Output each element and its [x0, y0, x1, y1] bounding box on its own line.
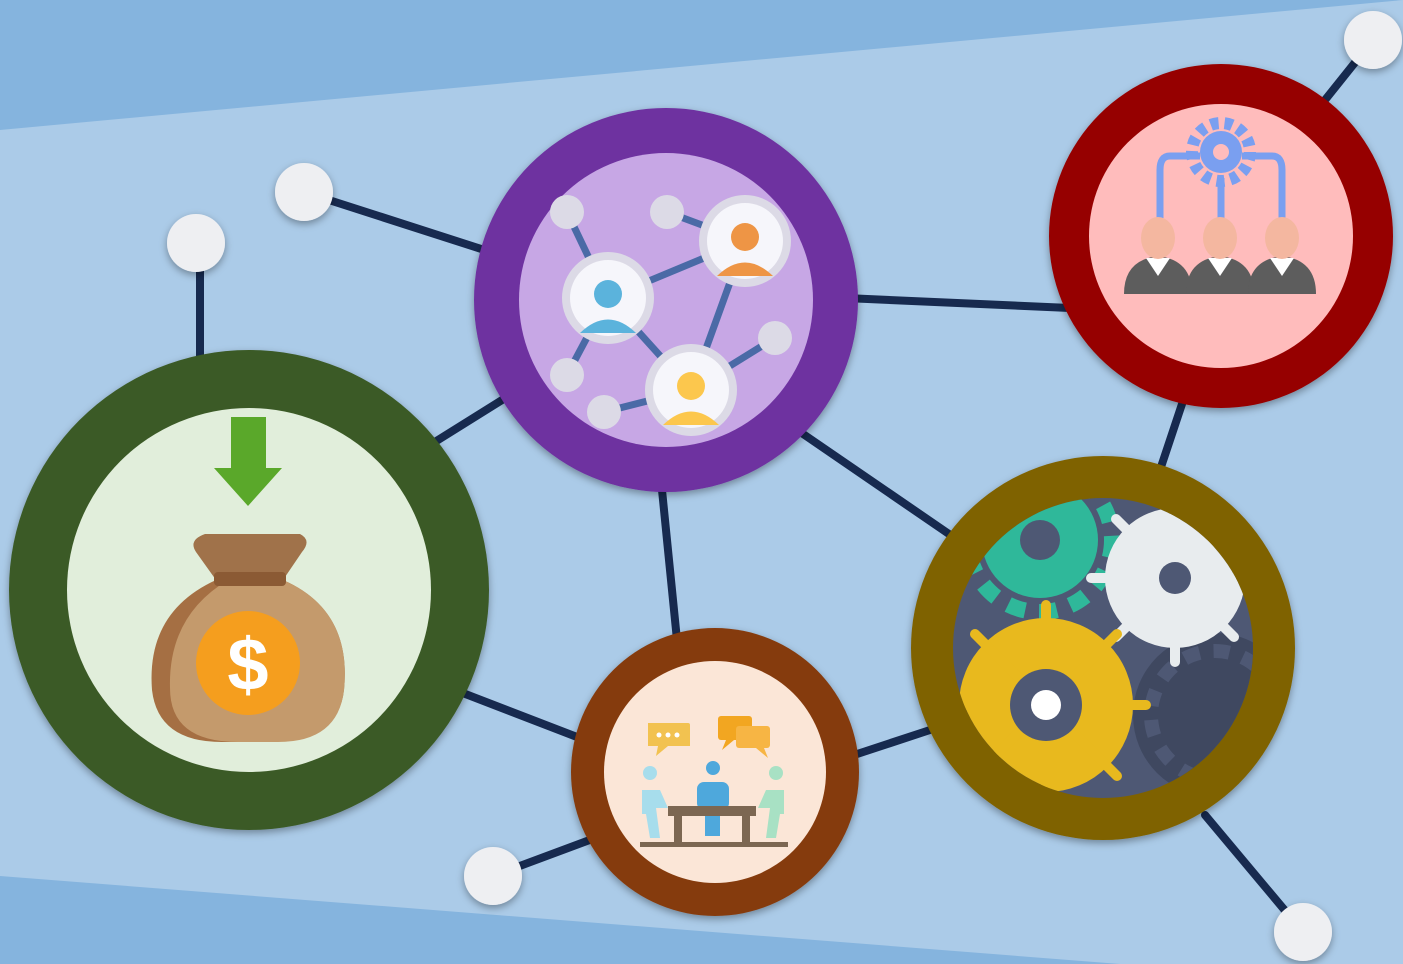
money-bag-hub: $ — [9, 350, 489, 830]
social-network-icon — [550, 195, 792, 436]
endpoint-dot — [1344, 11, 1402, 69]
money-bag-icon: $ — [151, 417, 345, 742]
meeting-table-icon — [640, 716, 788, 847]
chat-bubble-icon — [648, 723, 690, 756]
svg-text:$: $ — [227, 623, 268, 706]
meeting-hub — [571, 628, 859, 916]
endpoint-dot — [275, 163, 333, 221]
social-network-hub — [474, 108, 858, 492]
gears-hub — [911, 456, 1295, 840]
chat-bubble-icon — [718, 716, 770, 758]
user-avatar-icon — [699, 195, 791, 287]
endpoint-nodes — [167, 11, 1402, 961]
endpoint-dot — [167, 214, 225, 272]
download-arrow-icon — [214, 417, 282, 506]
endpoint-dot — [464, 847, 522, 905]
user-avatar-icon — [562, 252, 654, 344]
endpoint-dot — [1274, 903, 1332, 961]
team-management-hub — [1049, 64, 1393, 408]
team-hierarchy-icon — [1124, 117, 1316, 294]
user-avatar-icon — [645, 344, 737, 436]
